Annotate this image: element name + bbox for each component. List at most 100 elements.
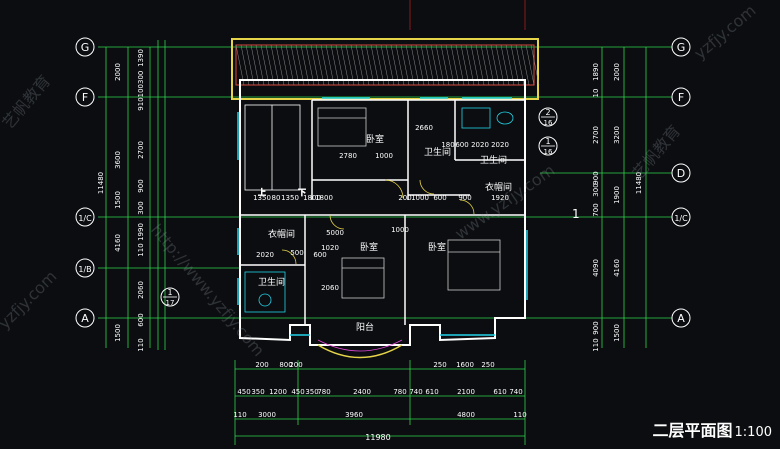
section-mark-sheet: 16 — [544, 148, 553, 156]
drawing-scale: 1:100 — [734, 425, 772, 440]
top-guide-lines — [409, 0, 526, 30]
inner-dim-label: 2020 — [256, 251, 274, 259]
bottom-dim-row3: 4800 — [457, 411, 475, 419]
axis-bubble-left-1-C: 1/C — [75, 207, 95, 227]
bottom-dim-row3: 3000 — [258, 411, 276, 419]
bottom-dim-row3: 110 — [513, 411, 526, 419]
inner-dim-label: 2060 — [321, 284, 339, 292]
axis-grid — [98, 46, 672, 319]
watermark-text: 艺帆教育 — [0, 71, 54, 132]
left-dim-outer: 2000 — [114, 63, 122, 81]
left-dim-total: 11480 — [97, 172, 105, 194]
left-dim-inner: 900 — [137, 179, 145, 192]
right-dim-inner: 900 — [592, 171, 600, 184]
room-label-closet1: 衣帽间 — [485, 181, 512, 193]
inner-dim-label: 5000 — [326, 229, 344, 237]
bottom-dim-row3: 110 — [233, 411, 246, 419]
inner-dim-label: 1000 — [411, 194, 429, 202]
inner-dim-label: 2020 — [491, 141, 509, 149]
right-dim-total: 11480 — [635, 172, 643, 194]
axis-bubble-label: 1/B — [78, 265, 91, 274]
right-dimension-lines — [601, 47, 647, 348]
interior-walls — [240, 99, 525, 325]
axis-bubble-left-1-B: 1/B — [75, 258, 95, 278]
right-dim-outer: 3200 — [613, 126, 621, 144]
axis-bubble-right-A: A — [671, 308, 691, 328]
bottom-dim-total: 11980 — [365, 433, 390, 442]
bottom-dim-row2: 610 — [425, 388, 438, 396]
room-label-wc1: 卫生间 — [424, 146, 451, 158]
bottom-dim-row2: 2400 — [353, 388, 371, 396]
section-mark-sheet: 17 — [166, 299, 175, 307]
inner-dim-label: 1000 — [391, 226, 409, 234]
axis-bubble-label: G — [677, 41, 686, 54]
section-mark-number: 1 — [545, 137, 550, 146]
right-dim-inner: 4090 — [592, 259, 600, 277]
inner-dim-label: 2660 — [415, 124, 433, 132]
doors — [281, 179, 475, 265]
axis-bubble-label: A — [677, 312, 685, 325]
bottom-dim-row1: 1600 — [456, 361, 474, 369]
left-dim-inner: 110 — [137, 338, 145, 351]
right-dim-inner: 700 — [592, 203, 600, 216]
staircase: 上下 — [244, 104, 306, 197]
right-dim-inner: 2700 — [592, 126, 600, 144]
axis-bubble-right-G: G — [671, 37, 691, 57]
inner-dim-label: 600 — [313, 251, 326, 259]
bottom-dim-row2: 1200 — [269, 388, 287, 396]
room-label-bedroom2: 卧室 — [360, 241, 378, 253]
inner-dim-label: 1350 — [281, 194, 299, 202]
bottom-dim-row1: 250 — [433, 361, 446, 369]
bottom-dim-row2: 740 — [509, 388, 522, 396]
right-dim-inner: 1890 — [592, 63, 600, 81]
axis-bubble-label: F — [82, 91, 88, 104]
left-dim-inner: 100300 — [137, 71, 145, 98]
left-dim-inner: 110 — [137, 243, 145, 256]
bottom-dim-row2: 780 — [393, 388, 406, 396]
axis-bubble-left-F: F — [75, 87, 95, 107]
bottom-dim-row3: 3960 — [345, 411, 363, 419]
section-mark: 216 — [538, 107, 558, 127]
inner-dim-label: 2780 — [339, 152, 357, 160]
bottom-dim-row2: 450 — [237, 388, 250, 396]
right-dim-outer: 4160 — [613, 259, 621, 277]
section-mark: 116 — [538, 136, 558, 156]
bottom-dim-row1: 800 — [279, 361, 292, 369]
watermark-text: yzfjy.com — [690, 1, 759, 63]
bottom-dim-row2: 2100 — [457, 388, 475, 396]
bottom-dim-row2: 350 — [305, 388, 318, 396]
left-dim-inner: 2060 — [137, 281, 145, 299]
stair-up-label: 上 — [258, 188, 266, 197]
balcony-rail — [317, 339, 403, 359]
inner-dim-label: 1920 — [491, 194, 509, 202]
inner-dim-label: 1800 — [315, 194, 333, 202]
stair-down-label: 下 — [298, 188, 306, 197]
left-dim-outer: 1500 — [114, 191, 122, 209]
inner-dim-label: 200 — [398, 194, 411, 202]
left-dim-inner: 2700 — [137, 141, 145, 159]
left-dimension-lines — [105, 40, 166, 350]
axis-bubble-label: D — [677, 167, 685, 180]
inner-dim-label: 2020 — [471, 141, 489, 149]
inner-dim-label: 1000 — [375, 152, 393, 160]
right-dim-outer: 1500 — [613, 324, 621, 342]
inner-dim-label: 80 — [272, 194, 281, 202]
section-mark-sheet: 16 — [544, 119, 553, 127]
right-dim-inner: 110 — [592, 338, 600, 351]
right-dim-inner: 900 — [592, 321, 600, 334]
room-label-bedroom1: 卧室 — [366, 133, 384, 145]
right-dim-outer: 1900 — [613, 186, 621, 204]
room-label-wc2: 卫生间 — [480, 154, 507, 166]
bottom-dim-row2: 350 — [251, 388, 264, 396]
inner-dim-label: 1020 — [321, 244, 339, 252]
inner-dim-label: 600 — [455, 141, 468, 149]
axis-bubble-label: 1/C — [674, 214, 688, 223]
axis-bubble-label: A — [81, 312, 89, 325]
left-dim-inner: 300 — [137, 201, 145, 214]
bottom-dim-row1: 200 — [255, 361, 268, 369]
windows — [237, 97, 528, 336]
axis-bubble-label: F — [678, 91, 684, 104]
